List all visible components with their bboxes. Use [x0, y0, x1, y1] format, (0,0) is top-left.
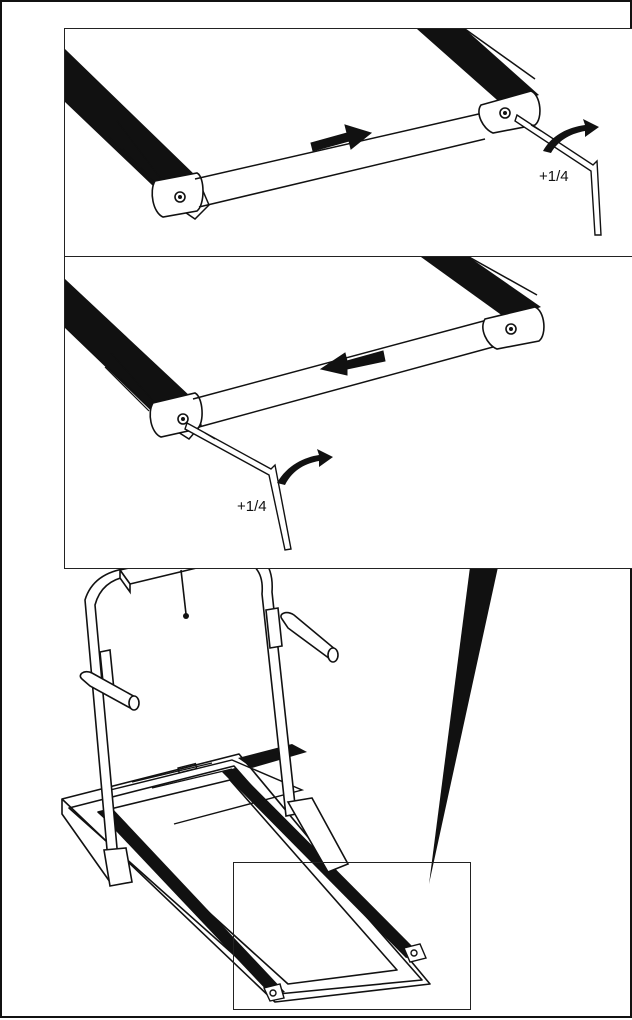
- direction-arrow-right: [310, 124, 373, 152]
- rotation-arrow: [543, 119, 599, 153]
- step-detail-left-bolt: +1/4: [64, 256, 632, 569]
- rotation-label: +1/4: [539, 168, 569, 185]
- rotation-arrow: [277, 449, 333, 485]
- rotation-label: +1/4: [237, 498, 267, 515]
- zoom-indicator-box: [233, 862, 471, 1010]
- belt-right-adjust-illustration: [65, 29, 602, 236]
- belt-left-adjust-illustration: [65, 257, 545, 551]
- step-detail-right-bolt: +1/4: [64, 28, 632, 258]
- direction-arrow-left: [319, 350, 386, 376]
